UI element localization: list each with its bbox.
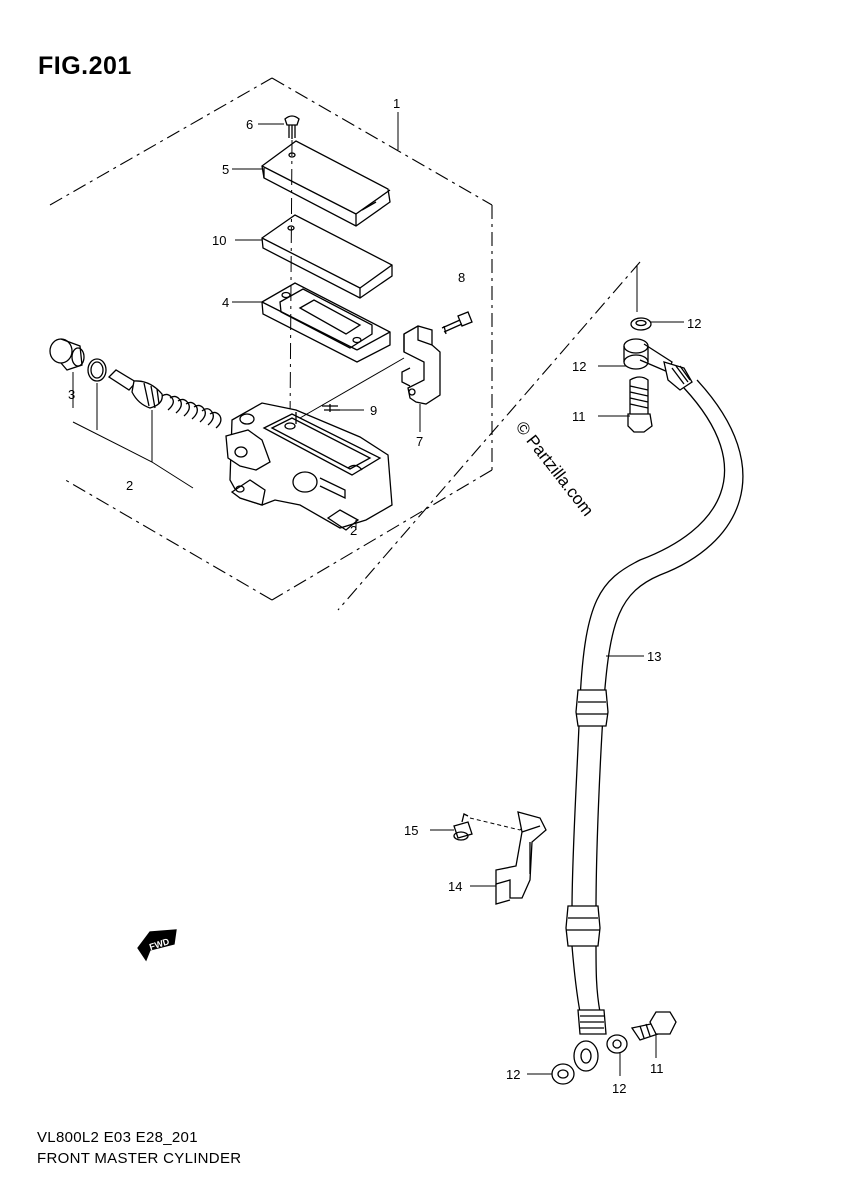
part-bolt-8 — [441, 311, 473, 335]
part-hose-guide-14 — [495, 811, 547, 905]
diagram-caption: FRONT MASTER CYLINDER — [37, 1150, 242, 1167]
callout-11b: 11 — [650, 1061, 664, 1076]
callout-1: 1 — [393, 96, 400, 111]
part-reservoir-cap-5 — [261, 140, 391, 227]
part-cup-3 — [49, 338, 85, 371]
model-code: VL800L2 E03 E28_201 — [37, 1129, 198, 1146]
callout-12b: 12 — [572, 359, 586, 374]
part-screw-9 — [322, 404, 340, 412]
callout-10: 10 — [212, 233, 226, 248]
callout-12c: 12 — [506, 1067, 520, 1082]
callout-2a: 2 — [126, 478, 133, 493]
callout-3: 3 — [68, 387, 75, 402]
callout-2b: 2 — [350, 523, 357, 538]
part-union-bolt-11-top — [627, 376, 653, 433]
part-banjo-fitting-bottom — [573, 1009, 607, 1072]
part-washer-12-top — [630, 317, 652, 331]
fwd-reference-line — [337, 261, 641, 611]
leader-lines — [232, 112, 684, 1076]
callout-8: 8 — [458, 270, 465, 285]
callout-11a: 11 — [572, 409, 586, 424]
callout-12d: 12 — [612, 1081, 626, 1096]
part-washer-12-bottom-right — [606, 1034, 628, 1054]
callout-14: 14 — [448, 879, 462, 894]
callout-6: 6 — [246, 117, 253, 132]
callout-numbers: 1 6 5 10 8 4 3 9 7 2 2 12 12 11 13 15 14… — [68, 96, 701, 1096]
part-master-cylinder-body — [225, 402, 393, 531]
callout-7: 7 — [416, 434, 423, 449]
part-hose-sleeve-upper — [575, 689, 609, 727]
part-screw-6 — [284, 115, 300, 139]
callout-4: 4 — [222, 295, 229, 310]
part-piston-spring-2 — [107, 369, 222, 429]
part-union-bolt-11-bottom — [630, 1011, 677, 1041]
callout-9: 9 — [370, 403, 377, 418]
part-bolt-15 — [453, 813, 473, 841]
part-hose-sleeve-lower — [565, 905, 601, 947]
part-washer-12-bottom-left — [551, 1063, 575, 1085]
watermark: © Partzilla.com — [512, 418, 598, 520]
callout-15: 15 — [404, 823, 418, 838]
part-plate-10 — [261, 214, 393, 299]
part-brake-hose-13 — [571, 379, 744, 911]
fwd-arrow-icon: FWD — [137, 929, 177, 962]
part-clamp-7 — [401, 325, 441, 405]
callout-12a: 12 — [687, 316, 701, 331]
assembly-boundary — [49, 77, 493, 601]
part-circlip — [87, 358, 107, 382]
callout-13: 13 — [647, 649, 661, 664]
part-banjo-fitting-top — [623, 338, 693, 391]
figure-title: FIG.201 — [38, 52, 132, 80]
part-diaphragm-4 — [261, 282, 391, 363]
callout-5: 5 — [222, 162, 229, 177]
